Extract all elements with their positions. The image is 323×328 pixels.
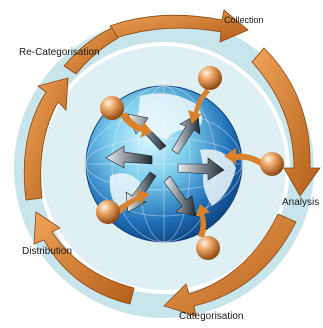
stage-label-distribution: Distribution xyxy=(22,246,73,257)
sphere-node-icon xyxy=(196,236,220,260)
sphere-node-icon xyxy=(260,152,284,176)
orange-arrow-icon xyxy=(196,204,210,238)
cycle-arrow-bottom-left xyxy=(33,211,135,305)
dark-arrow-icon xyxy=(171,113,201,155)
sphere-nodes xyxy=(96,66,284,260)
cycle-arrows xyxy=(23,9,321,317)
dark-arrow-icon xyxy=(177,157,225,181)
cycle-arrow-top xyxy=(109,9,249,43)
orange-arrow-icon xyxy=(224,148,262,166)
stage-label-categorisation: Categorisation xyxy=(179,311,244,322)
stage-label-collection: Collection xyxy=(224,15,264,25)
orange-arrow-icon xyxy=(116,190,150,214)
orange-arrow-icon xyxy=(120,112,152,138)
cycle-arrow-top-left xyxy=(63,27,119,75)
dark-arrow-icon xyxy=(105,145,153,169)
cycle-arrow-left xyxy=(23,77,69,201)
orange-arrow-icon xyxy=(188,88,210,124)
sphere-node-icon xyxy=(96,200,120,224)
stage-label-re-categorisation: Re-Categorisation xyxy=(19,47,100,58)
cycle-arrow-bottom-right xyxy=(163,213,297,317)
stage-label-analysis: Analysis xyxy=(282,197,320,208)
sphere-node-icon xyxy=(100,96,124,120)
sphere-node-icon xyxy=(198,66,222,90)
dark-arrow-icon xyxy=(163,175,197,217)
cycle-arrow-right xyxy=(251,47,321,197)
